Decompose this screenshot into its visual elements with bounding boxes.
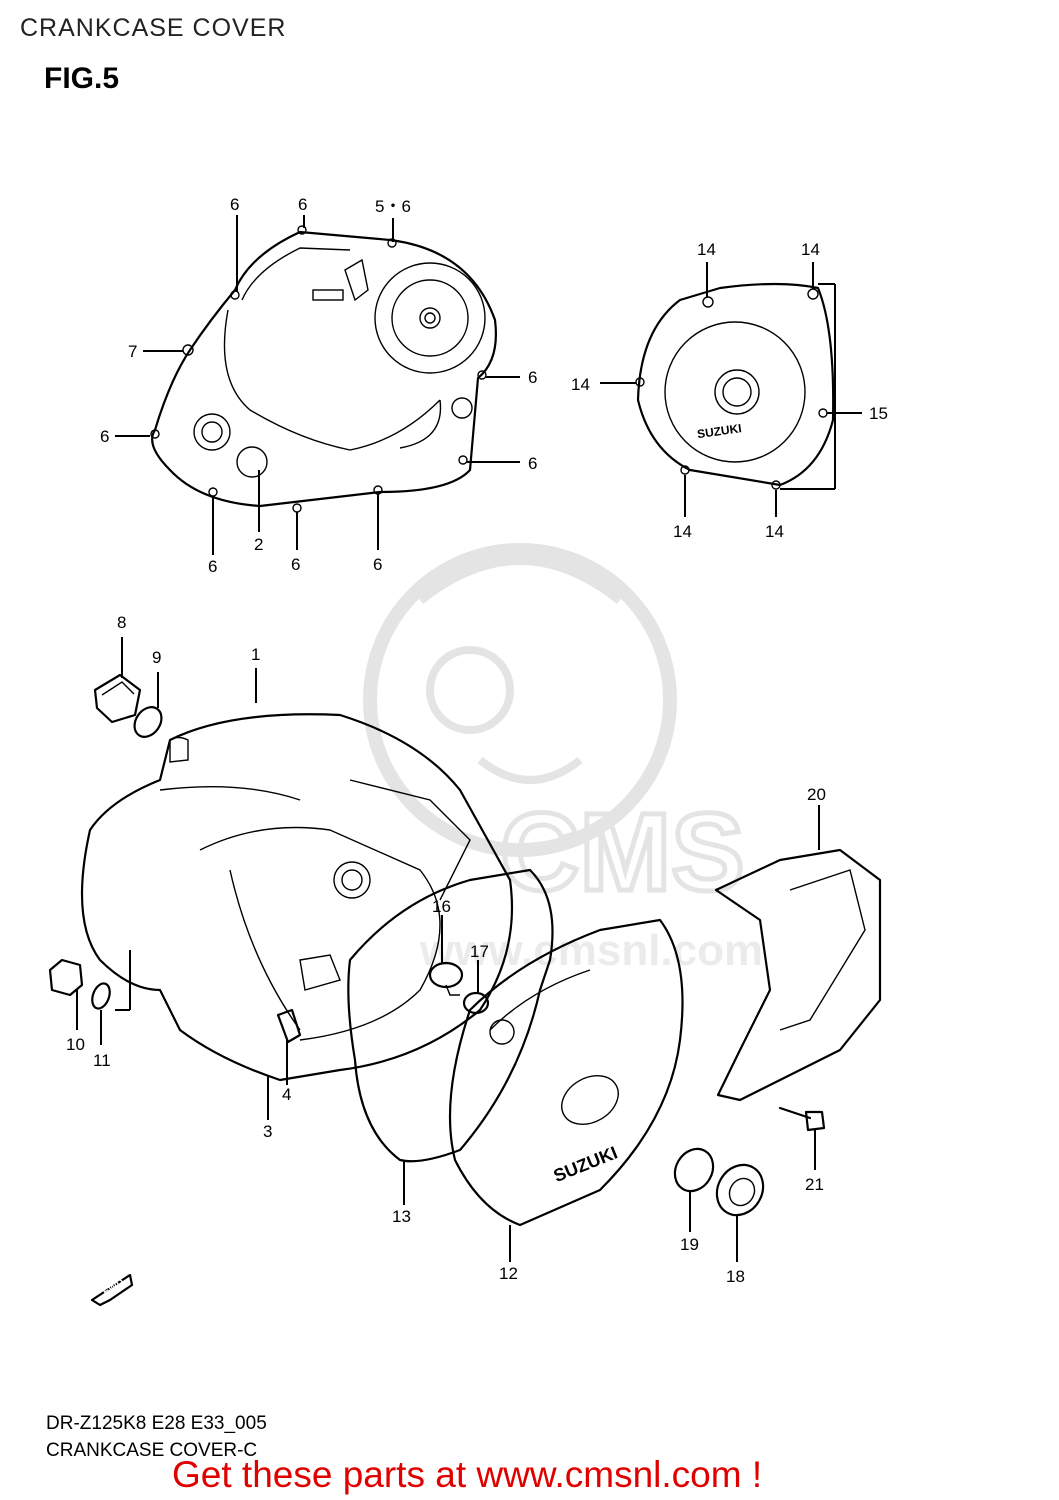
o-ring-9 (133, 706, 163, 738)
oil-filler-cap (93, 673, 142, 724)
callout-17: 17 (470, 942, 489, 961)
callout-6: 6 (528, 368, 537, 387)
callout-1: 1 (251, 645, 260, 664)
callout-9: 9 (152, 648, 161, 667)
callout-14: 14 (801, 240, 820, 259)
suzuki-logo-small: SUZUKI (696, 421, 742, 441)
model-code: DR-Z125K8 E28 E33_005 (46, 1413, 267, 1434)
callout-14: 14 (571, 375, 590, 394)
drain-plug-10 (48, 958, 84, 997)
callout-6: 6 (298, 195, 307, 214)
callout-14: 14 (765, 522, 784, 541)
callout-14: 14 (697, 240, 716, 259)
callout-14: 14 (673, 522, 692, 541)
callout-6: 6 (208, 557, 217, 576)
cap-plug-18 (715, 1163, 765, 1217)
callout-11: 11 (93, 1051, 111, 1070)
clutch-cover-inner-view (150, 225, 497, 513)
callout-19: 19 (680, 1235, 699, 1254)
watermark-text: CMS (500, 791, 744, 914)
callout-21: 21 (805, 1175, 824, 1194)
callout-labels: 6 6 5・6 7 6 6 6 6 2 6 6 14 14 14 15 14 1… (66, 195, 888, 1286)
callout-6: 6 (100, 427, 109, 446)
callout-18: 18 (726, 1267, 745, 1286)
callout-15: 15 (869, 404, 888, 423)
figure-label: FIG.5 (44, 62, 120, 95)
callout-2: 2 (254, 535, 263, 554)
watermark-logo: CMS www.cmsnl.com (363, 543, 763, 975)
diagram-caption: CRANKCASE COVER-C (46, 1440, 258, 1461)
callout-3: 3 (263, 1122, 272, 1141)
dowel-pin-4 (276, 1008, 302, 1044)
callout-5-6: 5・6 (375, 197, 411, 216)
callout-13: 13 (392, 1207, 411, 1226)
callout-6: 6 (230, 195, 239, 214)
callout-4: 4 (282, 1085, 291, 1104)
washer-11 (91, 982, 111, 1010)
plug-16 (428, 961, 464, 996)
leader-lines (76, 215, 862, 1262)
callout-16: 16 (432, 897, 451, 916)
callout-20: 20 (807, 785, 826, 804)
gasket-13 (347, 868, 554, 1163)
o-ring-17 (462, 991, 490, 1015)
callout-10: 10 (66, 1035, 85, 1054)
callout-6: 6 (373, 555, 382, 574)
callout-7: 7 (128, 342, 137, 361)
parts-link-banner[interactable]: Get these parts at www.cmsnl.com ! (172, 1454, 763, 1495)
callout-12: 12 (499, 1264, 518, 1283)
callout-6: 6 (291, 555, 300, 574)
guard-20 (714, 848, 882, 1102)
bolt-21 (778, 1106, 826, 1132)
page-title: CRANKCASE COVER (20, 14, 287, 42)
magneto-cover-view: SUZUKI (635, 282, 835, 490)
fwd-label: FWD (101, 1277, 126, 1298)
callout-8: 8 (117, 613, 126, 632)
o-ring-19 (673, 1147, 715, 1193)
forward-arrow-icon: FWD (90, 1273, 134, 1307)
callout-6: 6 (528, 454, 537, 473)
